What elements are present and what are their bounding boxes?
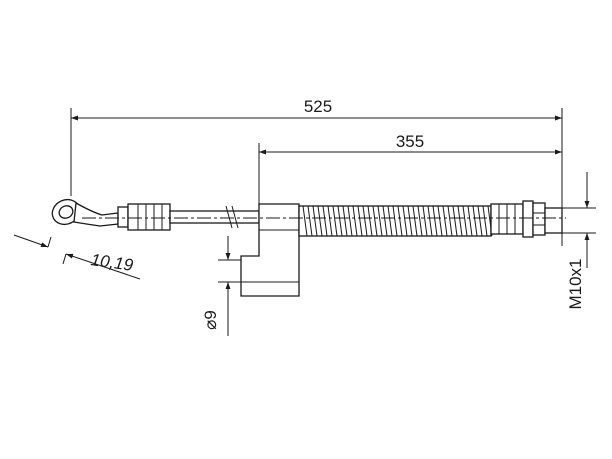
hose-rib [332, 205, 338, 237]
hose-rib [362, 205, 368, 237]
hose-rib [472, 205, 478, 237]
hose-rib [322, 205, 328, 237]
hose-rib [457, 205, 463, 237]
hose-rib [342, 205, 348, 237]
banjo-eye-fitting [51, 198, 119, 227]
thread-label: M10x1 [566, 258, 585, 309]
hose-rib [477, 205, 483, 237]
hose-rib [422, 205, 428, 237]
eye-dim-arrow-left [13, 234, 49, 248]
hose-rib [302, 205, 308, 237]
hose-rib [312, 205, 318, 237]
extension-lines [70, 108, 596, 283]
right-fitting [490, 200, 563, 238]
hose-length-label: 355 [396, 132, 424, 151]
dimension-lines [13, 115, 590, 336]
left-ferrule [117, 203, 171, 231]
hose-rib [437, 205, 443, 237]
hose-rib [382, 205, 388, 237]
overall-length-label: 525 [304, 97, 332, 116]
hose-rib [387, 205, 393, 237]
hose-rib [432, 205, 438, 237]
hose-rib [402, 205, 408, 237]
hose-rib [407, 205, 413, 237]
hose-rib [467, 205, 473, 237]
hose-rib [372, 205, 378, 237]
hose-rib [327, 205, 333, 237]
hose-rib [452, 205, 458, 237]
mounting-bracket [240, 203, 300, 297]
hose-rib [352, 205, 358, 237]
bore-diameter-label: ⌀9 [201, 310, 220, 330]
hose-rib [482, 205, 488, 237]
hose-rib [397, 205, 403, 237]
hose-rib [357, 205, 363, 237]
hose-rib [447, 205, 453, 237]
hose-rib [427, 205, 433, 237]
hose-rib [417, 205, 423, 237]
hose-rib [392, 205, 398, 237]
hose-rib [317, 205, 323, 237]
hose-rib [442, 205, 448, 237]
tube-section [169, 205, 260, 229]
flexible-hose [298, 205, 493, 237]
eye-size-label: 10,19 [90, 250, 135, 275]
hose-rib [347, 205, 353, 237]
eye-dim-arrow-right [65, 253, 141, 280]
hose-rib [307, 205, 313, 237]
hose-rib [367, 205, 373, 237]
hose-rib [377, 205, 383, 237]
hose-rib [412, 205, 418, 237]
hose-rib [462, 205, 468, 237]
hose-rib [337, 205, 343, 237]
